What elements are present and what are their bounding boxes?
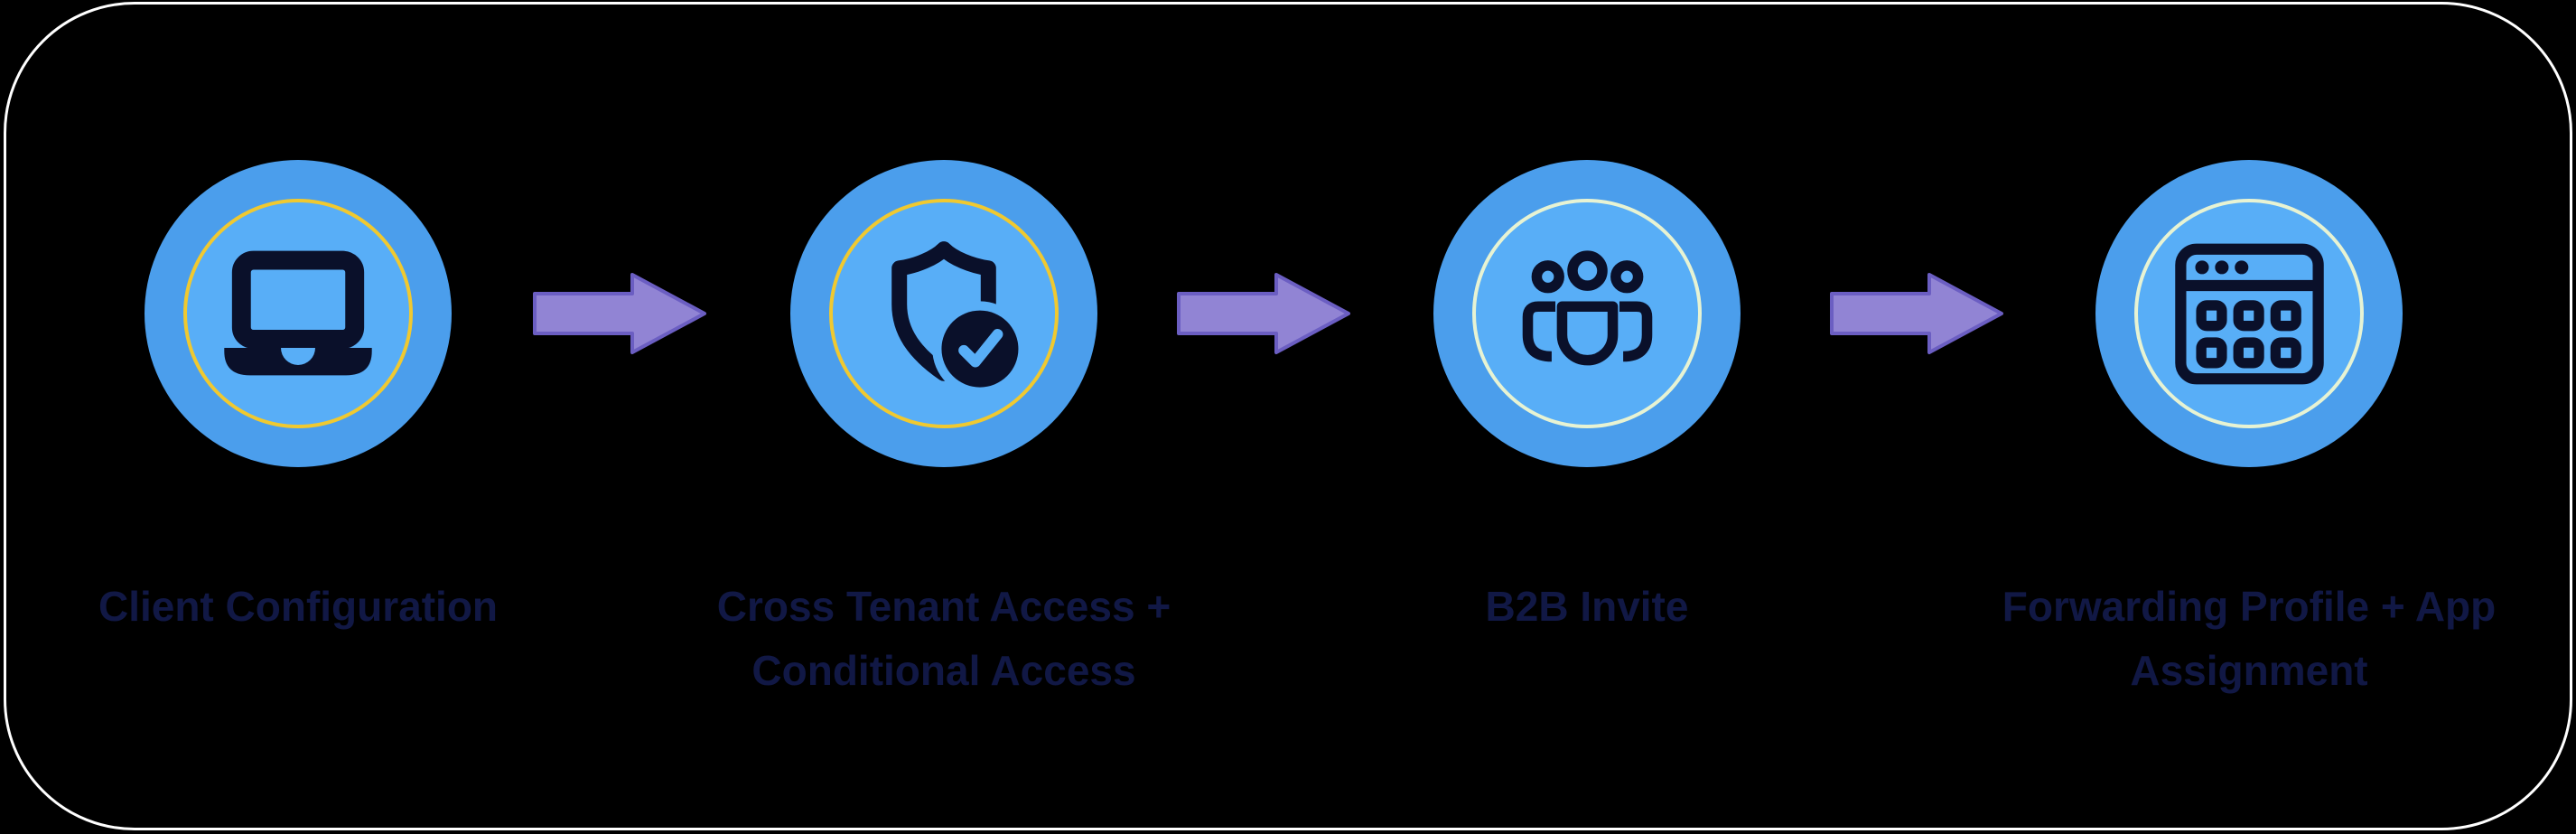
card-outline — [4, 2, 2572, 830]
step-circle-inner-ring — [2134, 199, 2364, 428]
step-circle-inner-ring — [829, 199, 1059, 428]
step-label-line: Conditional Access — [751, 647, 1136, 694]
step-circle-b2b-invite — [1433, 160, 1741, 467]
laptop-icon — [224, 250, 372, 376]
step-label-line: Client Configuration — [98, 583, 499, 630]
step-circle-inner-ring — [1472, 199, 1702, 428]
step-circle-forwarding-profile — [2095, 160, 2403, 467]
step-label-client-configuration: Client Configuration — [27, 575, 569, 639]
step-label-line: Assignment — [2130, 647, 2368, 694]
browser-grid-icon — [2174, 243, 2324, 384]
step-circle-client-configuration — [145, 160, 452, 467]
step-circle-inner-ring — [183, 199, 413, 428]
step-label-line: B2B Invite — [1485, 583, 1689, 630]
shield-check-icon — [891, 241, 1028, 397]
step-label-line: Cross Tenant Access + — [716, 583, 1171, 630]
step-label-line: Forwarding Profile + App — [2002, 583, 2497, 630]
flow-arrow-1 — [533, 273, 706, 354]
step-label-b2b-invite: B2B Invite — [1316, 575, 1858, 639]
step-label-cross-tenant-access: Cross Tenant Access + Conditional Access — [673, 575, 1215, 703]
step-label-forwarding-profile: Forwarding Profile + App Assignment — [1978, 575, 2520, 703]
flow-arrow-3 — [1830, 273, 2003, 354]
step-circle-cross-tenant-access — [790, 160, 1097, 467]
people-group-icon — [1522, 249, 1652, 365]
flow-arrow-2 — [1177, 273, 1350, 354]
